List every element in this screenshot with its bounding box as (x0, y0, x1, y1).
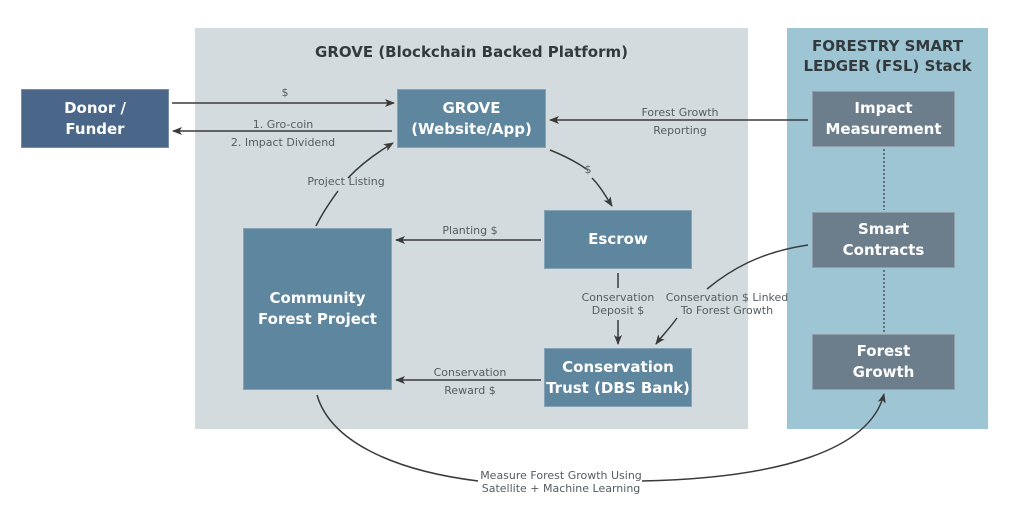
label-impact-to-grove: Forest Growth Reporting (641, 106, 719, 137)
conservation-trust-label: Conservation Trust (DBS Bank) (546, 357, 690, 397)
community-forest-project-node: Community Forest Project (243, 228, 392, 390)
impact-measurement-label: Impact Measurement (825, 99, 942, 138)
label-community-to-grove: Project Listing (307, 175, 385, 188)
label-trust-to-community: Conservation Reward $ (433, 366, 507, 397)
edge-grove-to-escrow (549, 149, 612, 206)
label-escrow-to-trust: Conservation Deposit $ (581, 291, 655, 317)
edge-community-to-growth-right (641, 393, 886, 482)
conservation-trust-node: Conservation Trust (DBS Bank) (544, 348, 692, 407)
edge-community-to-grove (315, 143, 393, 227)
label-grove-to-donor: 1. Gro-coin 2. Impact Dividend (230, 118, 336, 149)
label-contracts-to-trust: Conservation $ Linked To Forest Growth (665, 291, 789, 317)
grove-website-app-node: GROVE (Website/App) (397, 89, 546, 148)
donor-funder-node: Donor / Funder (21, 89, 169, 148)
label-escrow-to-community: Planting $ (442, 224, 498, 237)
forest-growth-label: Forest Growth (852, 342, 915, 381)
label-donor-to-grove: $ (281, 86, 289, 99)
donor-funder-label: Donor / Funder (64, 98, 126, 138)
escrow-node: Escrow (544, 210, 692, 269)
forest-growth-node: Forest Growth (812, 334, 955, 390)
edge-contracts-to-trust-tail (655, 317, 678, 345)
label-grove-to-escrow: $ (584, 163, 592, 176)
fsl-stack-title-text: FORESTRY SMART LEDGER (FSL) Stack (803, 37, 972, 75)
escrow-label: Escrow (588, 230, 648, 248)
edge-contracts-to-trust (706, 244, 809, 290)
grove-platform-title: GROVE (Blockchain Backed Platform) (315, 43, 628, 61)
grove-website-app-label: GROVE (Website/App) (411, 98, 532, 138)
smart-contracts-label: Smart Contracts (842, 220, 925, 259)
impact-measurement-node: Impact Measurement (812, 91, 955, 147)
fsl-stack-title: FORESTRY SMART LEDGER (FSL) Stack (787, 36, 988, 76)
smart-contracts-node: Smart Contracts (812, 212, 955, 268)
community-forest-project-label: Community Forest Project (258, 289, 377, 328)
edge-community-to-growth-left (316, 394, 479, 482)
label-community-to-growth: Measure Forest Growth Using Satellite + … (480, 469, 642, 495)
